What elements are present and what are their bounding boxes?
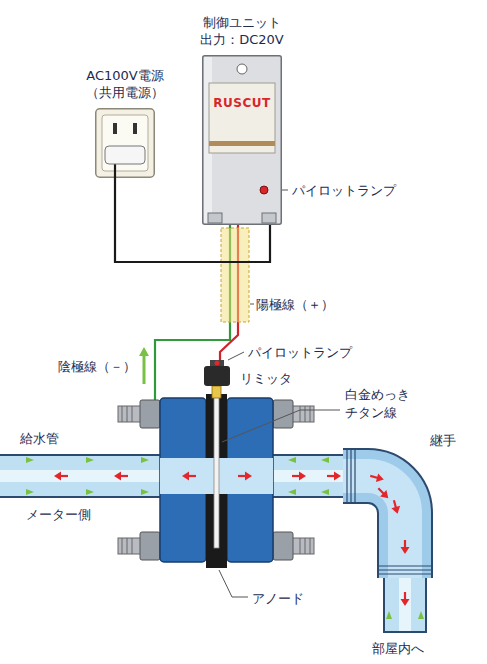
elbow-fitting <box>343 449 432 578</box>
node-heading: 制御ユニット 出力：DC20V <box>192 14 292 49</box>
current-arrow <box>26 489 34 495</box>
mount-hole <box>237 64 247 74</box>
part-label: 給水管 <box>20 430 59 448</box>
part-label: パイロットランプ <box>248 344 352 362</box>
current-arrow <box>141 457 149 463</box>
leader-line <box>228 352 244 360</box>
current-arrow-head <box>139 347 149 356</box>
leader-line <box>219 570 248 597</box>
current-arrow <box>141 489 149 495</box>
current-arrow <box>386 611 392 619</box>
current-arrow <box>418 611 424 619</box>
anode <box>212 386 221 548</box>
flow-arrow <box>114 472 128 481</box>
brand-logo: RUSCUT <box>213 95 270 111</box>
part-label: アノード <box>252 590 304 608</box>
current-arrow <box>321 457 329 463</box>
current-arrow <box>86 489 94 495</box>
current-arrow <box>288 489 296 495</box>
part-label: 陽極線（＋） <box>256 296 334 314</box>
outlet-face <box>102 115 148 171</box>
flow-arrow <box>238 472 252 481</box>
mount-tab <box>262 213 276 223</box>
unit-housing <box>202 55 282 225</box>
power-outlet: AC100V電源 （共用電源） <box>95 108 155 178</box>
node-heading: AC100V電源 （共用電源） <box>75 67 175 102</box>
flow-arrow <box>369 472 385 484</box>
part-label: 陰極線（－） <box>58 358 136 376</box>
flow-arrow <box>401 592 410 606</box>
flow-arrow <box>401 540 410 554</box>
current-arrow <box>26 457 34 463</box>
socket-slot <box>113 123 117 134</box>
power-cord <box>114 164 116 178</box>
flow-arrow <box>292 472 306 481</box>
socket-slot <box>133 123 137 134</box>
leader-line <box>222 410 340 442</box>
flow-arrow <box>327 472 341 481</box>
cathode-wire <box>155 225 230 400</box>
housing <box>203 56 282 225</box>
current-arrow <box>321 489 329 495</box>
part-label: メーター側 <box>26 506 91 524</box>
current-arrow <box>86 457 94 463</box>
leader-line <box>250 304 254 305</box>
flow-arrow <box>182 472 196 481</box>
outlet-frame <box>96 109 155 178</box>
supply-pipe <box>0 476 170 477</box>
panel-stripe <box>209 141 275 146</box>
outlet-plate <box>95 108 155 178</box>
part-label: 継手 <box>430 432 456 450</box>
limiter <box>204 360 230 386</box>
flow-arrow <box>375 485 391 501</box>
pilot-lamp <box>260 186 268 194</box>
part-label: リミッタ <box>240 370 292 388</box>
wire-sheath <box>221 228 249 322</box>
part-label: パイロットランプ <box>292 182 396 200</box>
part-label: 部屋内へ <box>372 640 424 658</box>
flow-arrow <box>390 499 402 515</box>
label-panel <box>209 83 275 153</box>
current-arrow <box>143 354 146 384</box>
flow-arrow <box>54 472 68 481</box>
current-arrow <box>288 457 296 463</box>
power-plug <box>105 146 145 164</box>
mount-tab <box>208 213 222 223</box>
control-unit: 制御ユニット 出力：DC20VRUSCUT <box>202 55 282 225</box>
outlet-pipe <box>265 476 427 632</box>
part-label: 白金めっき チタン線 <box>345 386 425 421</box>
